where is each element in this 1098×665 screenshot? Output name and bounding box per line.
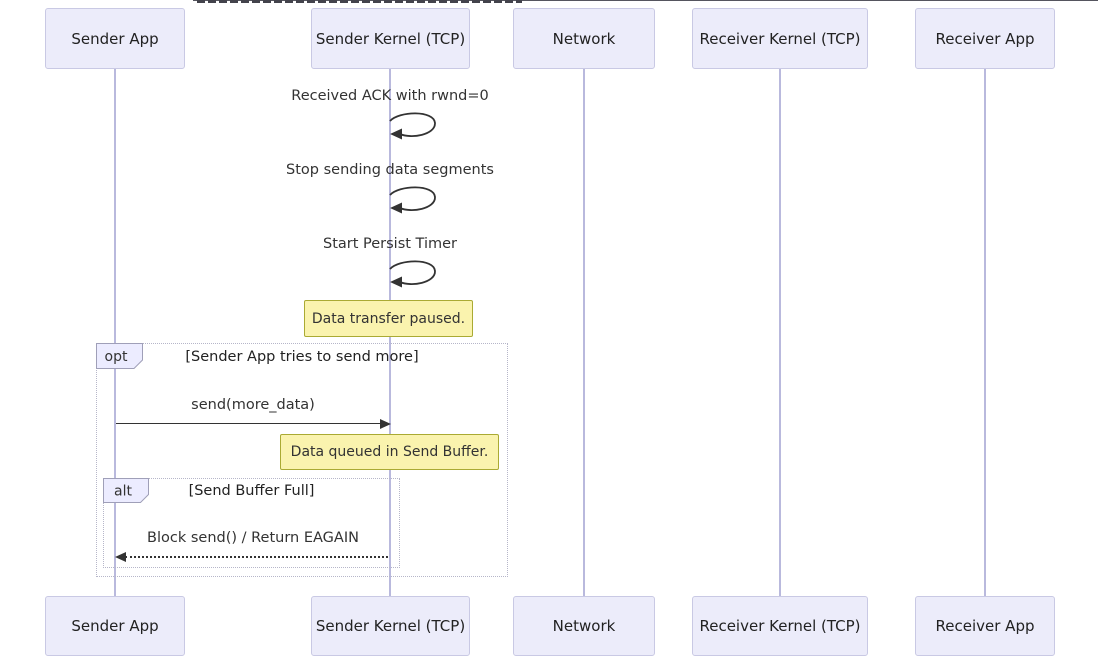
lifeline-receiver-kernel	[779, 69, 781, 596]
message-line-block-send	[125, 556, 388, 558]
note-data-queued: Data queued in Send Buffer.	[280, 434, 499, 470]
actor-label: Sender App	[71, 617, 159, 635]
fragment-opt-label: opt	[105, 349, 128, 365]
message-label-send-more-data: send(more_data)	[191, 397, 315, 413]
fragment-alt-tab: alt	[103, 478, 149, 503]
actor-top-receiver-app: Receiver App	[915, 8, 1055, 69]
arrowhead-left	[115, 552, 126, 562]
self-loop-arrow	[389, 260, 436, 288]
actor-top-receiver-kernel: Receiver Kernel (TCP)	[692, 8, 868, 69]
lifeline-receiver-app	[984, 69, 986, 596]
fragment-opt	[96, 343, 508, 577]
fragment-alt-guard: [Send Buffer Full]	[188, 483, 315, 499]
fragment-alt-label: alt	[114, 484, 132, 500]
clipped-header-text-remnant	[197, 0, 522, 3]
actor-label: Sender App	[71, 29, 159, 48]
self-loop-arrow	[389, 186, 436, 214]
actor-label: Network	[552, 29, 616, 48]
fragment-opt-guard: [Sender App tries to send more]	[185, 349, 419, 365]
actor-bottom-network: Network	[513, 596, 655, 656]
self-message-label-received-ack: Received ACK with rwnd=0	[291, 88, 489, 104]
actor-top-sender-kernel: Sender Kernel (TCP)	[311, 8, 470, 69]
actor-bottom-sender-app: Sender App	[45, 596, 185, 656]
actor-bottom-receiver-kernel: Receiver Kernel (TCP)	[692, 596, 868, 656]
actor-bottom-sender-kernel: Sender Kernel (TCP)	[311, 596, 470, 656]
lifeline-sender-app	[114, 69, 116, 596]
message-label-block-send: Block send() / Return EAGAIN	[147, 530, 359, 546]
actor-top-sender-app: Sender App	[45, 8, 185, 69]
clipped-header-line	[193, 0, 1098, 1]
note-data-transfer-paused: Data transfer paused.	[304, 300, 473, 337]
actor-label: Receiver App	[935, 617, 1035, 635]
actor-label: Network	[552, 617, 616, 635]
note-text: Data queued in Send Buffer.	[290, 444, 489, 460]
self-message-label-persist-timer: Start Persist Timer	[322, 236, 458, 252]
actor-label: Receiver Kernel (TCP)	[699, 29, 861, 48]
fragment-alt	[103, 478, 400, 568]
actor-bottom-receiver-app: Receiver App	[915, 596, 1055, 656]
self-message-label-stop-sending: Stop sending data segments	[286, 162, 494, 178]
lifeline-network	[583, 69, 585, 596]
actor-label: Receiver App	[935, 29, 1035, 48]
message-line-send-more-data	[116, 423, 382, 424]
actor-label: Sender Kernel (TCP)	[315, 617, 466, 635]
fragment-opt-tab: opt	[96, 343, 143, 369]
note-text: Data transfer paused.	[311, 310, 466, 327]
arrowhead-right	[380, 419, 391, 429]
actor-top-network: Network	[513, 8, 655, 69]
actor-label: Sender Kernel (TCP)	[315, 29, 466, 48]
self-loop-arrow	[389, 112, 436, 140]
actor-label: Receiver Kernel (TCP)	[699, 617, 861, 635]
